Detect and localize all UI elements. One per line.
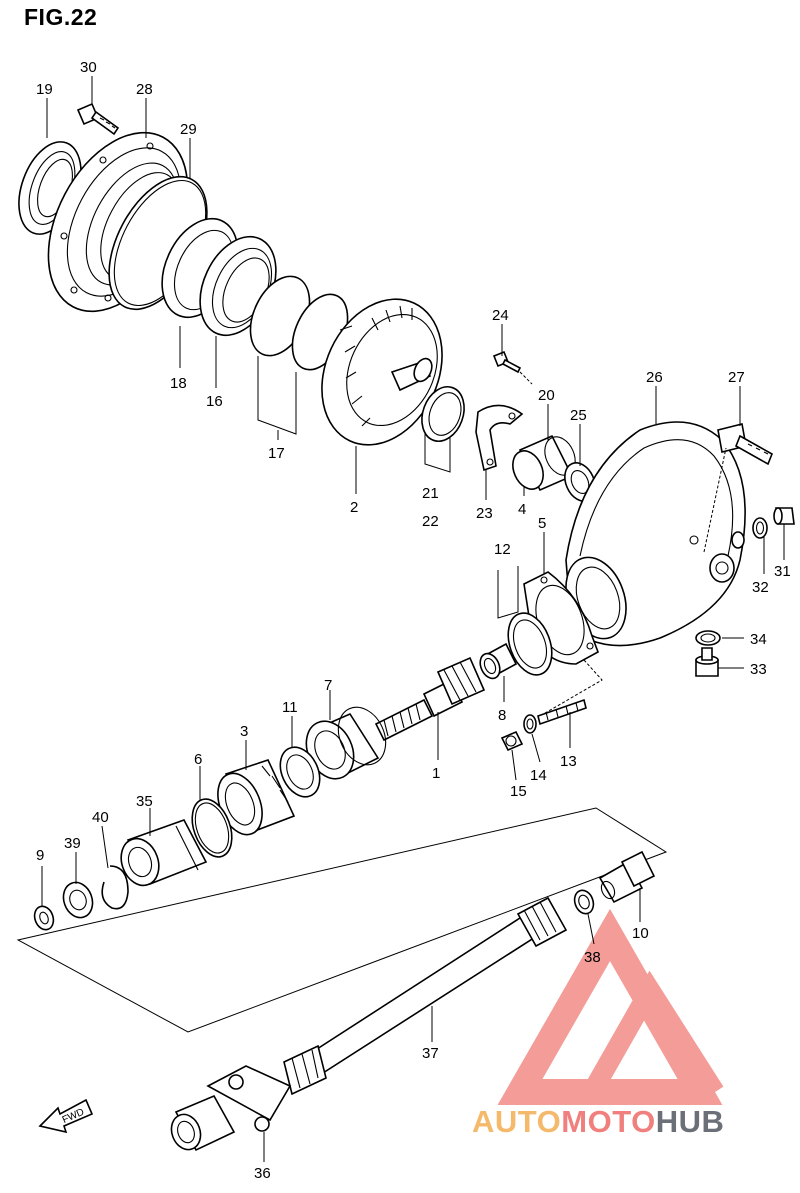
part-number-label: 13 [560, 753, 577, 770]
bolt-30 [76, 102, 120, 136]
part-number-label: 31 [774, 563, 791, 580]
bearing-retainer-3 [217, 759, 296, 836]
drive-pinion-1 [374, 656, 486, 742]
part-number-label: 28 [136, 81, 153, 98]
part-number-label: 15 [510, 783, 527, 800]
washer-34 [695, 630, 721, 646]
part-number-label: 25 [570, 407, 587, 424]
bolt-24 [492, 350, 533, 385]
washer-14 [523, 714, 537, 734]
filler-bolt-31 [773, 507, 795, 525]
watermark-text: AUTOMOTOHUB [472, 1104, 724, 1140]
part-number-label: 37 [422, 1045, 439, 1062]
drain-bolt-33 [695, 647, 719, 677]
spacer-11 [279, 746, 321, 798]
part-number-label: 20 [538, 387, 555, 404]
part-number-label: 2 [350, 499, 358, 516]
part-number-label: 36 [254, 1165, 271, 1182]
part-number-label: 14 [530, 767, 547, 784]
part-number-label: 32 [752, 579, 769, 596]
part-number-label: 4 [518, 501, 526, 518]
stud-bolt-13 [537, 698, 587, 726]
oil-seal-38 [573, 889, 595, 915]
part-number-label: 35 [136, 793, 153, 810]
fwd-label: FWD [61, 1107, 86, 1126]
part-number-label: 16 [206, 393, 223, 410]
nut-15 [500, 730, 524, 752]
part-number-label: 17 [268, 445, 285, 462]
part-number-label: 39 [64, 835, 81, 852]
part-number-label: 38 [584, 949, 601, 966]
part-number-label: 8 [498, 707, 506, 724]
part-number-label: 3 [240, 723, 248, 740]
watermark-moto: MOTO [561, 1104, 656, 1139]
washer-9 [33, 905, 55, 931]
part-number-label: 11 [282, 699, 298, 716]
watermark-hub: HUB [655, 1104, 725, 1139]
part-number-label: 10 [632, 925, 649, 942]
breather-27 [703, 423, 774, 553]
propeller-shaft-37 [283, 896, 568, 1096]
part-number-label: 26 [646, 369, 663, 386]
stopper-23 [475, 404, 524, 472]
figure-title: FIG.22 [24, 4, 98, 30]
nut-10 [598, 850, 656, 904]
part-number-labels: 30 19 28 29 18 16 17 2 24 21 22 23 20 25… [36, 59, 791, 1182]
part-number-label: 24 [492, 307, 509, 324]
gear-case-26 [565, 421, 746, 647]
part-number-label: 21 [422, 485, 439, 502]
part-number-label: 34 [750, 631, 767, 648]
part-number-label: 23 [476, 505, 493, 522]
part-number-label: 7 [324, 677, 332, 694]
shaft-group-outline [16, 807, 668, 1033]
circlip-6 [191, 798, 233, 858]
watermark-logo-icon [497, 908, 724, 1105]
universal-joint-36 [170, 1065, 292, 1152]
part-number-label: 9 [36, 847, 44, 864]
fwd-arrow-icon: FWD [38, 1098, 94, 1134]
watermark-auto: AUTO [472, 1104, 562, 1139]
part-number-label: 40 [92, 809, 109, 826]
shim-21-22 [421, 386, 465, 473]
circlip-40 [101, 865, 129, 910]
part-number-label: 5 [538, 515, 546, 532]
washer-32 [752, 517, 768, 539]
shim-12 [497, 566, 553, 676]
ring-gear-2 [321, 298, 443, 446]
part-number-label: 18 [170, 375, 187, 392]
needle-bearing-20 [512, 434, 576, 492]
spacer-39 [62, 881, 94, 919]
leader-lines [41, 76, 785, 1162]
part-number-label: 30 [80, 59, 97, 76]
part-number-label: 19 [36, 81, 53, 98]
part-number-label: 1 [432, 765, 440, 782]
part-number-label: 22 [422, 513, 439, 530]
part-number-label: 12 [494, 541, 511, 558]
part-number-label: 33 [750, 661, 767, 678]
part-number-label: 6 [194, 751, 202, 768]
needle-bearing-8 [479, 642, 518, 680]
part-number-label: 27 [728, 369, 745, 386]
part-number-label: 29 [180, 121, 197, 138]
coupling-35 [120, 819, 208, 887]
